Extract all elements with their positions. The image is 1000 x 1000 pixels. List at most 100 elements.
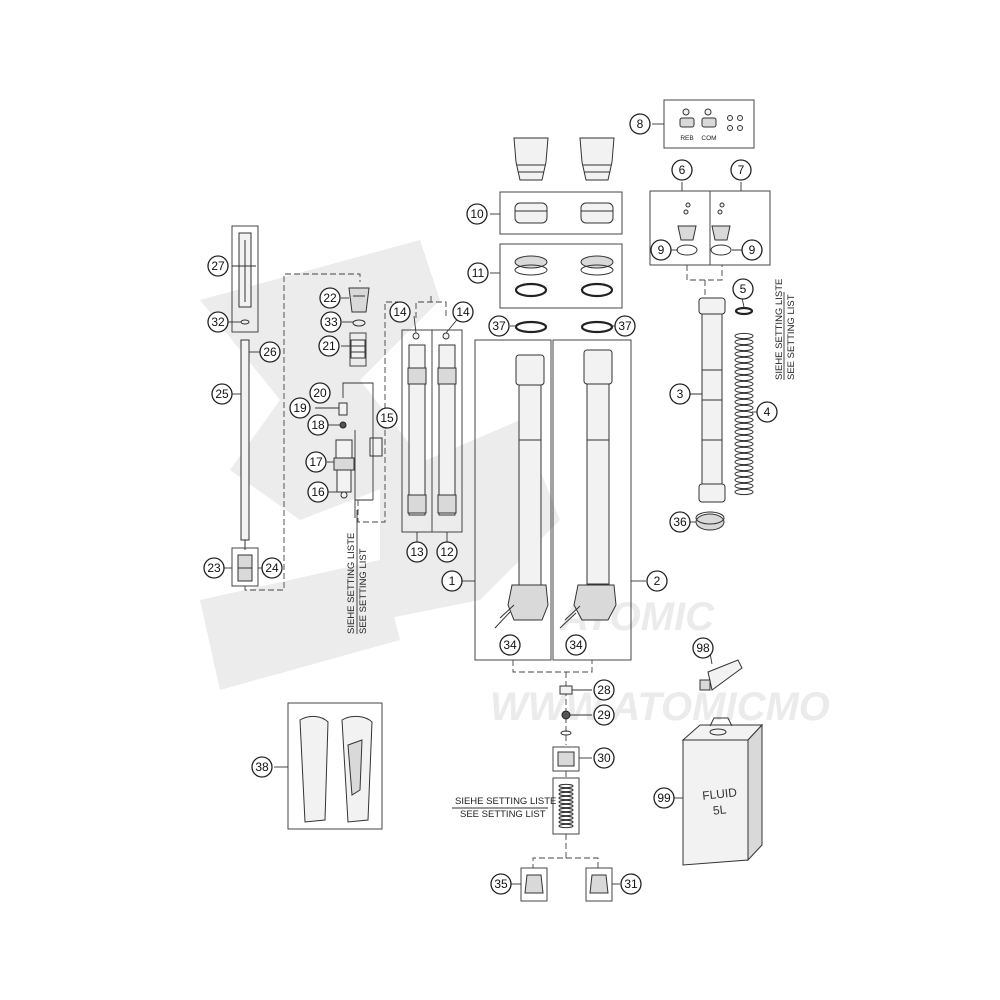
callout-number: 38 xyxy=(255,760,269,774)
callout-3: 3 xyxy=(669,383,691,405)
oil-seals xyxy=(514,255,614,298)
callout-31: 31 xyxy=(620,873,642,895)
callout-35: 35 xyxy=(490,873,512,895)
callout-29: 29 xyxy=(593,704,615,726)
callout-6: 6 xyxy=(671,159,693,181)
fork-cap-right xyxy=(710,202,732,256)
callout-1: 1 xyxy=(441,570,463,592)
o-ring-left xyxy=(514,320,548,334)
callout-22: 22 xyxy=(319,287,341,309)
callout-30: 30 xyxy=(593,747,615,769)
callout-number: 2 xyxy=(654,574,661,588)
rod-end xyxy=(237,554,253,582)
setting-note-en-2: SEE SETTING LIST xyxy=(786,294,797,380)
callout-number: 10 xyxy=(470,207,484,221)
callout-26: 26 xyxy=(259,341,281,363)
callout-number: 3 xyxy=(677,387,684,401)
callout-28: 28 xyxy=(593,679,615,701)
callout-number: 24 xyxy=(265,561,279,575)
callout-9: 9 xyxy=(650,239,672,261)
callout-99: 99 xyxy=(653,787,675,809)
callout-number: 7 xyxy=(738,163,745,177)
callout-number: 33 xyxy=(324,315,338,329)
callout-number: 9 xyxy=(749,243,756,257)
callout-number: 4 xyxy=(764,405,771,419)
callout-19: 19 xyxy=(289,397,311,419)
callout-23: 23 xyxy=(203,557,225,579)
callout-24: 24 xyxy=(261,557,283,579)
spring-washer xyxy=(734,306,754,316)
callout-11: 11 xyxy=(467,262,489,284)
fork-spring xyxy=(734,332,754,496)
callout-number: 35 xyxy=(494,877,508,891)
callout-number: 26 xyxy=(263,345,277,359)
callout-14: 14 xyxy=(452,301,474,323)
callout-36: 36 xyxy=(669,511,691,533)
callout-number: 6 xyxy=(679,163,686,177)
valve-stack xyxy=(333,287,383,499)
callout-number: 8 xyxy=(637,117,644,131)
callout-14: 14 xyxy=(389,301,411,323)
callout-12: 12 xyxy=(436,541,458,563)
callout-number: 32 xyxy=(211,315,225,329)
callout-number: 18 xyxy=(311,418,325,432)
fork-fluid-can: FLUID 5L xyxy=(681,717,764,866)
callout-number: 37 xyxy=(492,319,506,333)
callout-number: 14 xyxy=(456,305,470,319)
callout-number: 30 xyxy=(597,751,611,765)
com-label: COM xyxy=(701,135,716,142)
callout-33: 33 xyxy=(320,311,342,333)
base-valve-shims xyxy=(558,783,574,829)
setting-note-valve: SIEHE SETTING LISTE SEE SETTING LIST xyxy=(346,510,369,634)
callout-number: 17 xyxy=(309,455,323,469)
callout-number: 20 xyxy=(313,386,327,400)
callout-number: 99 xyxy=(657,791,671,805)
callout-7: 7 xyxy=(730,159,752,181)
callout-number: 22 xyxy=(323,291,337,305)
callout-32: 32 xyxy=(207,311,229,333)
callout-number: 15 xyxy=(380,411,394,425)
callout-number: 25 xyxy=(215,387,229,401)
setting-note-de: SIEHE SETTING LISTE xyxy=(346,533,357,634)
callout-25: 25 xyxy=(211,383,233,405)
setting-note-spring: SIEHE SETTING LISTE SEE SETTING LIST xyxy=(774,279,797,380)
callout-number: 31 xyxy=(624,877,638,891)
callout-number: 98 xyxy=(696,641,710,655)
dust-seals xyxy=(514,202,614,224)
callout-38: 38 xyxy=(251,756,273,778)
callout-number: 27 xyxy=(211,259,225,273)
cartridge-tubes xyxy=(407,332,457,516)
watermark-url: WWW.ATOMICMO xyxy=(490,685,830,729)
setting-note-en: SEE SETTING LIST xyxy=(358,548,369,634)
callout-2: 2 xyxy=(646,570,668,592)
outer-tube-right xyxy=(559,349,617,629)
callout-5: 5 xyxy=(732,278,754,300)
outer-tube-left xyxy=(494,354,549,629)
reb-label: REB xyxy=(680,135,693,142)
callout-number: 29 xyxy=(597,708,611,722)
callout-number: 23 xyxy=(207,561,221,575)
callout-4: 4 xyxy=(756,401,778,423)
piston-rod xyxy=(240,339,250,550)
callout-number: 12 xyxy=(440,545,454,559)
grease-tube xyxy=(699,659,743,691)
fork-cap-left xyxy=(676,202,698,256)
callout-27: 27 xyxy=(207,255,229,277)
callout-34: 34 xyxy=(565,634,587,656)
callout-8: 8 xyxy=(629,113,651,135)
bottom-plugs xyxy=(524,874,609,894)
callout-37: 37 xyxy=(614,315,636,337)
callout-number: 21 xyxy=(322,339,336,353)
callout-37: 37 xyxy=(488,315,510,337)
callout-number: 9 xyxy=(658,243,665,257)
setting-note-de-2: SIEHE SETTING LISTE xyxy=(774,279,785,380)
callout-16: 16 xyxy=(307,481,329,503)
fluid-label-1: FLUID xyxy=(702,785,738,803)
o-ring-right xyxy=(580,320,614,334)
adjuster-knob-set: REB COM xyxy=(679,108,743,142)
callout-34: 34 xyxy=(499,634,521,656)
fluid-label-2: 5L xyxy=(712,802,727,817)
